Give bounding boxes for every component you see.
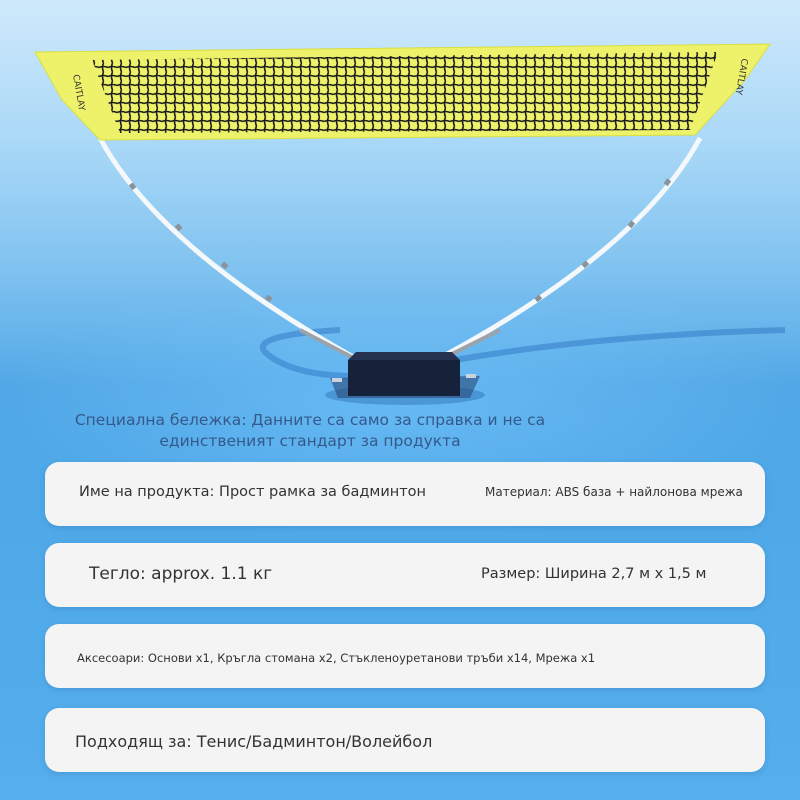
- material: Материал: ABS база + найлонова мрежа: [485, 485, 743, 499]
- pole-shadow: [260, 327, 351, 379]
- net: CAITLAY CAITLAY: [34, 43, 771, 141]
- product-name: Име на продукта: Прост рамка за бадминто…: [79, 484, 427, 500]
- special-note: Специална бележка: Данните са само за сп…: [40, 410, 580, 452]
- pole-shadow: [454, 327, 786, 363]
- spec-card-accessories: Аксесоари: Основи x1, Кръгла стомана x2,…: [45, 624, 765, 688]
- special-note-line-1: Специална бележка: Данните са само за сп…: [74, 411, 546, 429]
- badminton-net-illustration: CAITLAY CAITLAY: [34, 43, 786, 405]
- spec-card-name-material: Име на продукта: Прост рамка за бадминто…: [45, 462, 765, 526]
- spec-card-suitable-for: Подходящ за: Тенис/Бадминтон/Волейбол: [45, 708, 765, 772]
- size: Размер: Ширина 2,7 м x 1,5 м: [481, 566, 707, 582]
- net-base: [330, 352, 480, 398]
- special-note-line-2: единственият стандарт за продукта: [159, 432, 461, 450]
- suitable-for: Подходящ за: Тенис/Бадминтон/Волейбол: [75, 732, 433, 751]
- right-pole: [438, 136, 703, 362]
- weight: Тегло: approx. 1.1 кг: [89, 564, 273, 584]
- accessories: Аксесоари: Основи x1, Кръгла стомана x2,…: [77, 651, 596, 665]
- spec-card-weight-size: Тегло: approx. 1.1 кг Размер: Ширина 2,7…: [45, 543, 765, 607]
